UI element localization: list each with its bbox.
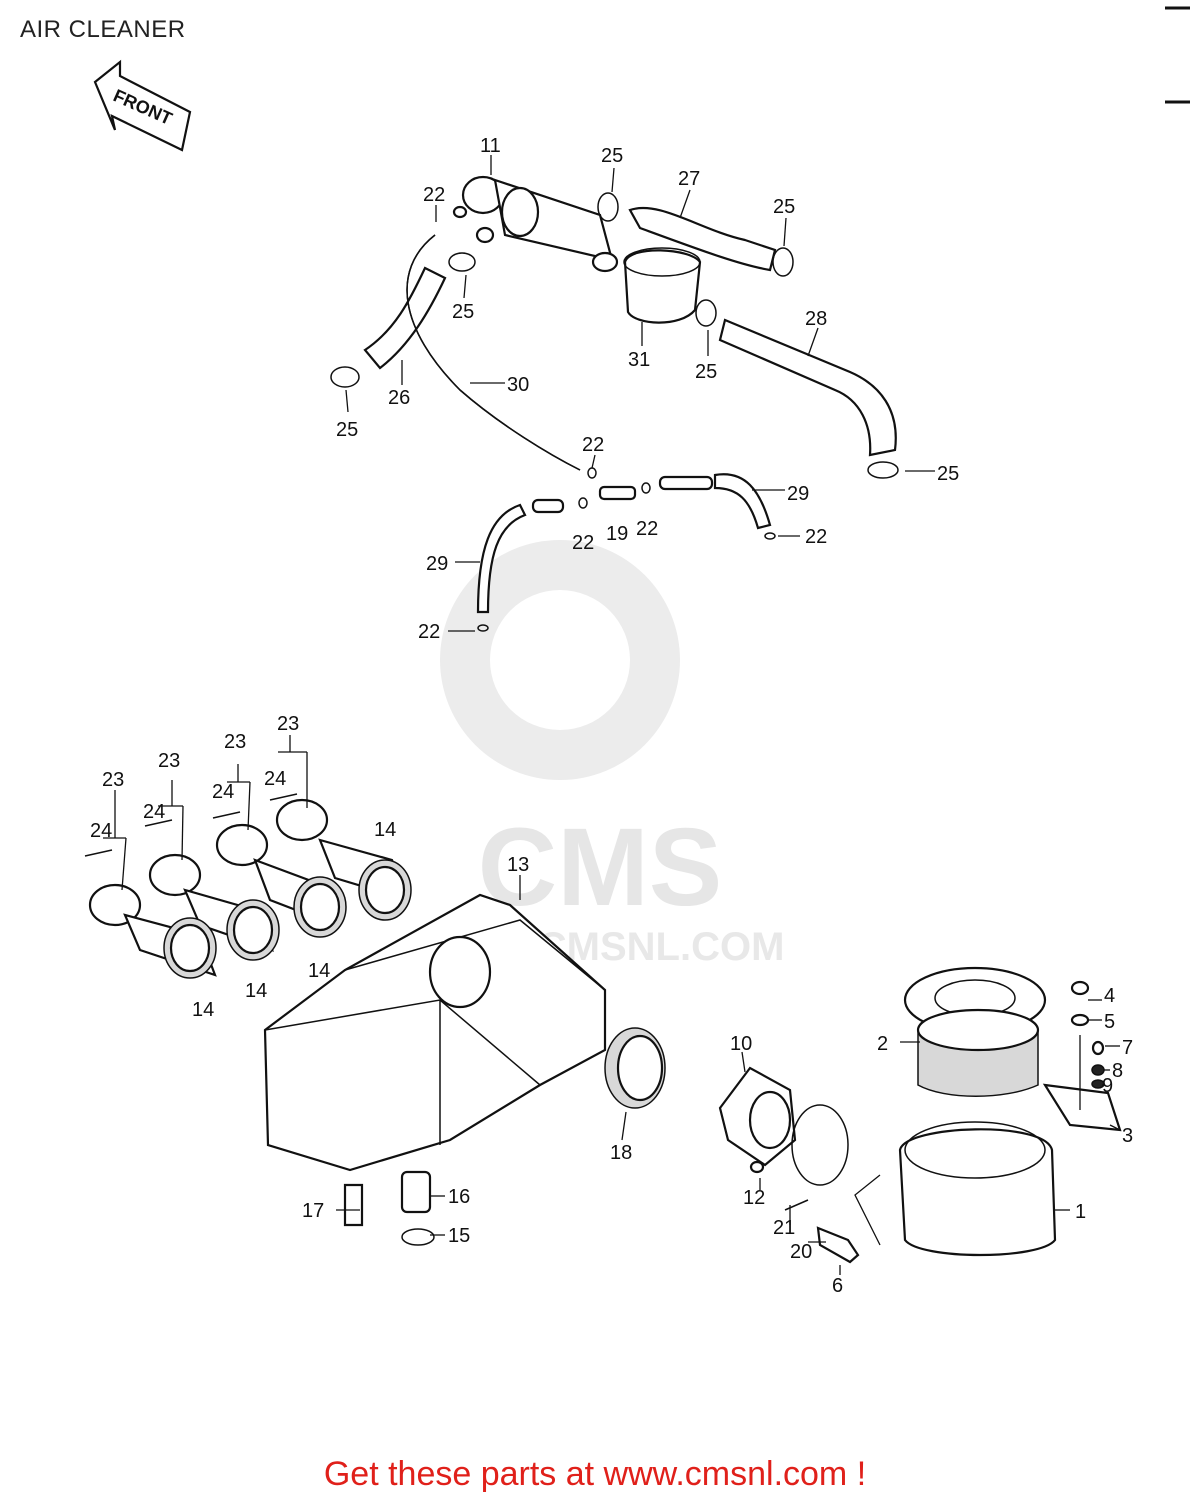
callout-7: 7 [1122,1037,1133,1059]
callout-21: 21 [773,1217,795,1239]
callout-23c: 23 [158,750,180,772]
callout-16: 16 [448,1186,470,1208]
callout-19: 19 [606,523,628,545]
page-title: AIR CLEANER [20,16,186,43]
callout-4: 4 [1104,985,1115,1007]
air-box [263,893,666,1246]
callout-25b: 25 [773,196,795,218]
callout-31: 31 [628,349,650,371]
leader-lines [103,155,1121,1275]
callout-13: 13 [507,854,529,876]
air-cleaner-element [903,966,1047,1097]
callout-25f: 25 [937,463,959,485]
callout-3: 3 [1122,1125,1133,1147]
callout-30: 30 [507,374,529,396]
callout-5: 5 [1104,1011,1115,1033]
callout-14d: 14 [192,999,214,1021]
callout-17: 17 [302,1200,324,1222]
watermark-brand: CMS [478,806,722,929]
callout-22b: 22 [582,434,604,456]
callout-22f: 22 [418,621,440,643]
callout-15: 15 [448,1225,470,1247]
callout-24c: 24 [143,801,165,823]
callout-29a: 29 [787,483,809,505]
callout-26: 26 [388,387,410,409]
callout-25d: 25 [695,361,717,383]
callout-1: 1 [1075,1201,1086,1223]
callout-23d: 23 [102,769,124,791]
callout-11: 11 [480,135,501,157]
callout-labels: 1 2 3 4 5 6 7 8 9 10 11 12 13 14 14 14 1… [90,135,1133,1297]
callout-22c: 22 [572,532,594,554]
callout-22e: 22 [805,526,827,548]
air-cleaner-case [898,980,1122,1257]
callout-28: 28 [805,308,827,330]
callout-25c: 25 [452,301,474,323]
breather-assembly [330,175,899,632]
callout-22a: 22 [423,184,445,206]
callout-27: 27 [678,168,700,190]
callout-9: 9 [1102,1075,1113,1097]
callout-25e: 25 [336,419,358,441]
callout-24a: 24 [264,768,286,790]
footer-promo[interactable]: Get these parts at www.cmsnl.com ! [0,1455,1190,1494]
callout-14c: 14 [245,980,267,1002]
carburetor-holders [84,793,412,979]
callout-6: 6 [832,1275,843,1297]
callout-25a: 25 [601,145,623,167]
footer-link[interactable]: Get these parts at www.cmsnl.com ! [323,1455,867,1493]
callout-18: 18 [610,1142,632,1164]
callout-24d: 24 [90,820,112,842]
front-arrow-icon: FRONT [93,59,192,152]
callout-14a: 14 [374,819,396,841]
callout-20: 20 [790,1241,812,1263]
callout-22d: 22 [636,518,658,540]
callout-29b: 29 [426,553,448,575]
callout-10: 10 [730,1033,752,1055]
callout-2: 2 [877,1033,888,1055]
callout-12: 12 [743,1187,765,1209]
callout-24b: 24 [212,781,234,803]
callout-14b: 14 [308,960,330,982]
callout-8: 8 [1112,1060,1123,1082]
callout-23b: 23 [224,731,246,753]
callout-23a: 23 [277,713,299,735]
